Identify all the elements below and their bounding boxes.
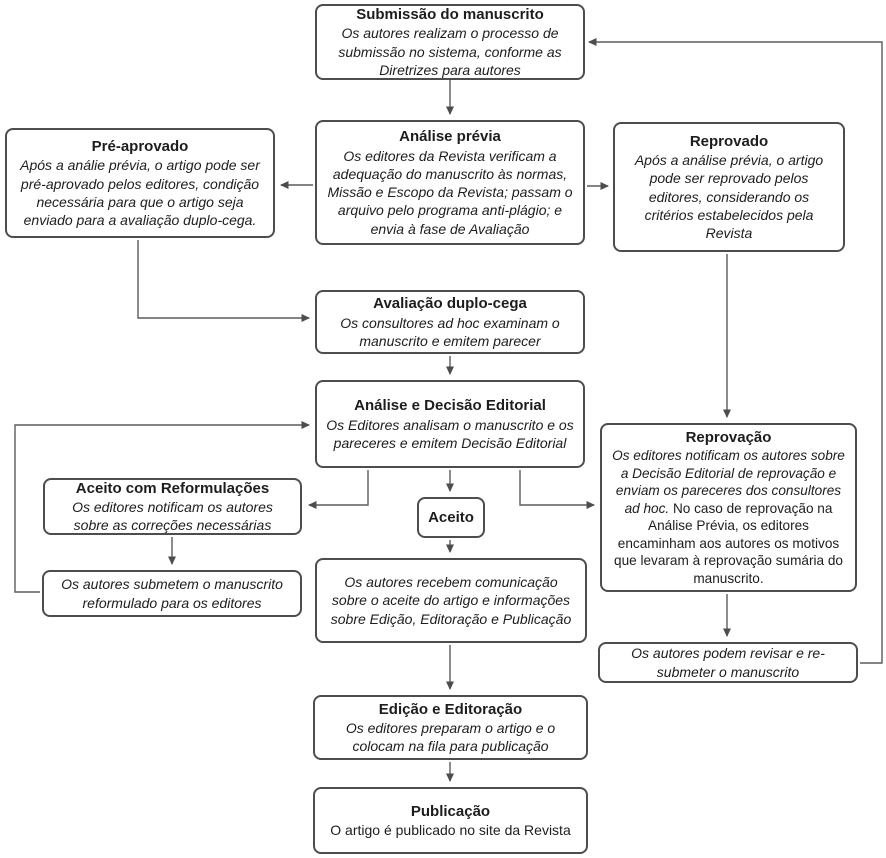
node-body: Os editores preparam o artigo e o coloca… [345, 720, 556, 755]
node-body: Os consultores ad hoc examinam o manuscr… [340, 314, 560, 349]
node-title: Aceito [428, 508, 474, 526]
node-body: Os autores podem revisar e re-submeter o… [631, 645, 825, 680]
node-aceito: Aceito [417, 497, 485, 538]
node-reprovacao: Reprovação Os editores notificam os auto… [600, 423, 857, 592]
node-autores-submetem-reformulado: Os autores submetem o manuscrito reformu… [42, 570, 302, 617]
node-body: Os Editores analisam o manuscrito e os p… [326, 416, 574, 451]
node-body: Os autores submetem o manuscrito reformu… [61, 576, 283, 611]
node-body: O artigo é publicado no site da Revista [330, 822, 571, 839]
node-body: Os autores recebem comunicação sobre o a… [330, 574, 572, 627]
node-autores-podem-revisar: Os autores podem revisar e re-submeter o… [598, 642, 858, 683]
node-title: Aceito com Reformulações [75, 479, 270, 497]
node-title: Análise prévia [399, 128, 501, 146]
node-comunicacao-aceite: Os autores recebem comunicação sobre o a… [315, 558, 587, 643]
node-body-regular: No caso de reprovação na Análise Prévia,… [614, 500, 843, 586]
node-body: Após a análise prévia, o artigo pode ser… [634, 152, 824, 242]
node-edicao-e-editoracao: Edição e Editoração Os editores preparam… [313, 695, 588, 760]
node-body: Os autores realizam o processo de submis… [338, 25, 562, 78]
node-body-italic: Os editores notificam os autores sobre a… [612, 448, 845, 516]
node-submissao-do-manuscrito: Submissão do manuscrito Os autores reali… [315, 4, 585, 80]
node-title: Avaliação duplo-cega [373, 295, 527, 313]
node-title: Publicação [410, 802, 491, 820]
node-title: Reprovação [685, 428, 772, 446]
connector-autores-submetem-to-analise-decisao [14, 421, 310, 593]
node-analise-e-decisao-editorial: Análise e Decisão Editorial Os Editores … [315, 380, 585, 468]
node-title: Pré-aprovado [91, 137, 189, 155]
node-aceito-com-reformulacoes: Aceito com Reformulações Os editores not… [43, 478, 302, 535]
node-title: Submissão do manuscrito [356, 5, 544, 23]
connector-analise-decisao-to-reprovacao [519, 470, 595, 509]
node-pre-aprovado: Pré-aprovado Após a análie prévia, o art… [5, 128, 275, 238]
connector-autores-revisar-to-submissao [588, 38, 883, 664]
node-analise-previa: Análise prévia Os editores da Revista ve… [315, 120, 585, 245]
node-body: Os editores notificam os autores sobre a… [72, 499, 273, 534]
node-body: Os editores da Revista verificam a adequ… [327, 147, 573, 237]
node-avaliacao-duplo-cega: Avaliação duplo-cega Os consultores ad h… [315, 290, 585, 354]
connector-pre-aprovado-to-avaliacao [137, 240, 310, 322]
node-title: Análise e Decisão Editorial [354, 397, 546, 415]
node-title: Reprovado [689, 132, 769, 150]
node-reprovado: Reprovado Após a análise prévia, o artig… [613, 122, 845, 252]
node-publicacao: Publicação O artigo é publicado no site … [313, 787, 588, 854]
node-title: Edição e Editoração [378, 700, 523, 718]
connector-analise-decisao-to-aceito-reformulacoes [308, 470, 369, 509]
node-body: Os editores notificam os autores sobre a… [610, 447, 847, 587]
node-body: Após a análie prévia, o artigo pode ser … [20, 157, 260, 228]
